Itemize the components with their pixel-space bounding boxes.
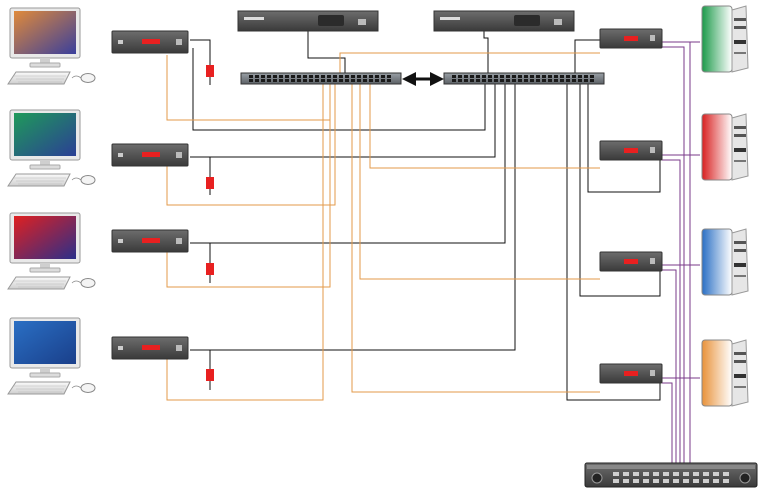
red-connector-3 (206, 263, 214, 275)
monitor (9, 317, 81, 378)
trunk-link-arrow (402, 72, 444, 86)
monitor (9, 212, 81, 273)
server-2 (701, 113, 749, 181)
keyboard (7, 381, 71, 395)
orange-fiber-cables (166, 52, 600, 401)
workstation-1 (7, 7, 96, 85)
purple-serial-cables (655, 41, 700, 465)
transmitter-2 (111, 143, 189, 167)
serial-console-switch (584, 462, 758, 488)
mouse (71, 73, 96, 83)
red-connector-2 (206, 177, 214, 189)
receiver-2 (599, 140, 663, 161)
rack-unit-left (237, 10, 379, 32)
black-cables (190, 30, 661, 401)
red-connector-4 (206, 369, 214, 381)
workstation-3 (7, 212, 96, 290)
server-4 (701, 339, 749, 407)
mouse (71, 278, 96, 288)
server-1 (701, 5, 749, 73)
network-switch-right (443, 72, 605, 85)
network-switch-left (240, 72, 402, 85)
receiver-3 (599, 251, 663, 272)
workstation-2 (7, 109, 96, 187)
workstation-4 (7, 317, 96, 395)
keyboard (7, 276, 71, 290)
monitor (9, 109, 81, 170)
transmitter-1 (111, 30, 189, 54)
monitor (9, 7, 81, 68)
keyboard (7, 71, 71, 85)
keyboard (7, 173, 71, 187)
red-connector-1 (206, 65, 214, 77)
receiver-4 (599, 363, 663, 384)
rack-unit-right (433, 10, 575, 32)
receiver-1 (599, 28, 663, 49)
mouse (71, 175, 96, 185)
transmitter-3 (111, 229, 189, 253)
transmitter-4 (111, 336, 189, 360)
server-3 (701, 228, 749, 296)
mouse (71, 383, 96, 393)
